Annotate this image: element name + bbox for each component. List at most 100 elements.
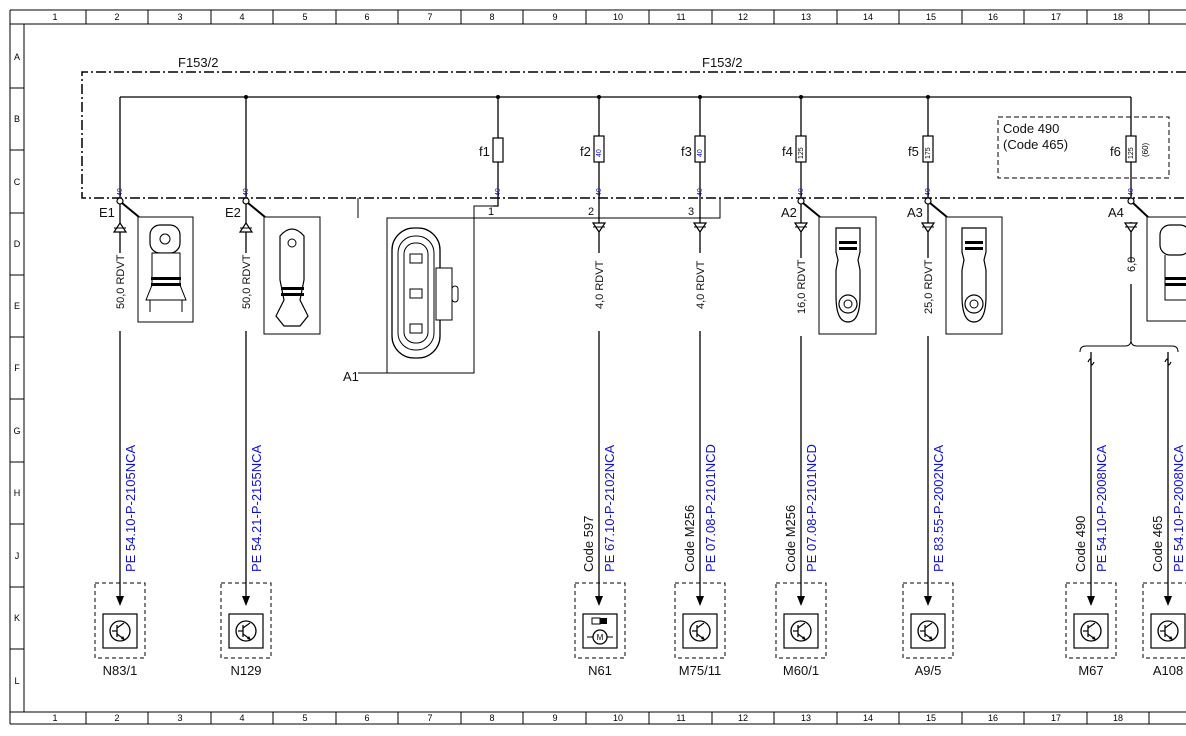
wire-code: Code M256 <box>783 505 798 572</box>
wire-break <box>1164 358 1172 366</box>
wire-size: 6,0 <box>1126 257 1138 272</box>
component-boundary <box>775 582 827 659</box>
component-n83-1: N83/1 <box>94 582 146 678</box>
terminal-rating-2: 40 <box>243 188 250 196</box>
transistor-icon <box>109 620 131 642</box>
wire-size: 16,0 RDVT <box>796 259 808 314</box>
component-label: M60/1 <box>783 663 819 678</box>
column-number: 2 <box>114 713 119 723</box>
row-letter: L <box>14 676 19 686</box>
component-m75-11: M75/11 <box>674 582 726 678</box>
row-letter: D <box>14 239 21 249</box>
wire-code: Code 490 <box>1073 516 1088 572</box>
fuse-f1-label: f1 <box>479 144 490 159</box>
terminal-e1: E1 <box>99 205 115 220</box>
column-number: 10 <box>613 12 623 22</box>
column-number: 13 <box>801 12 811 22</box>
column-number: 3 <box>177 713 182 723</box>
fuse-f4: 125 f4 <box>782 97 807 198</box>
row-letter: J <box>15 551 20 561</box>
component-boundary <box>902 582 954 659</box>
component-label: A108 <box>1153 663 1183 678</box>
column-number: 5 <box>302 713 307 723</box>
column-number: 5 <box>302 12 307 22</box>
wire-code: Code 465 <box>1150 516 1165 572</box>
terminal-rating-7: 40 <box>925 188 932 196</box>
wire-pe-reference: PE 54.10-P-2008NCA <box>1171 444 1186 572</box>
wire-arrow <box>595 596 603 606</box>
column-number: 14 <box>863 12 873 22</box>
terminal-rating-1: 40 <box>117 188 124 196</box>
flat-lug-image-a2 <box>802 202 877 335</box>
ring-terminal-image-e1 <box>121 202 194 323</box>
column-number: 18 <box>1113 12 1123 22</box>
column-number: 13 <box>801 713 811 723</box>
column-number: 8 <box>489 713 494 723</box>
row-letter: K <box>14 613 20 623</box>
column-number: 4 <box>239 713 244 723</box>
cable-lug-image-e2 <box>247 202 321 335</box>
column-number: 7 <box>427 12 432 22</box>
column-number: 15 <box>926 12 936 22</box>
wire-break <box>1087 358 1095 366</box>
component-label: N129 <box>230 663 261 678</box>
wire-size: 50,0 RDVT <box>241 254 253 309</box>
component-label: A9/5 <box>915 663 942 678</box>
row-letter: B <box>14 114 20 124</box>
column-number: 8 <box>489 12 494 22</box>
component-m67: M67 <box>1065 582 1117 678</box>
wire-pe-reference: PE 67.10-P-2102NCA <box>602 444 617 572</box>
column-number: 18 <box>1113 713 1123 723</box>
column-number: 17 <box>1051 12 1061 22</box>
fuse-f6: 125 (60) f6 <box>1110 97 1150 198</box>
fuse-f4-rating: 125 <box>798 147 805 159</box>
row-letter: F <box>14 363 20 373</box>
row-letter: H <box>14 488 21 498</box>
fuses: f1 40 f2 40 f3 125 f4 175 f5 <box>117 97 1150 198</box>
wire-2: 50,0 RDVT PE 54.21-P-2155NCA <box>238 204 264 606</box>
wire-pe-reference: PE 07.08-P-2101NCD <box>703 444 718 572</box>
terminal-a4: A4 <box>1108 205 1124 220</box>
terminal-rating-4: 40 <box>596 188 603 196</box>
column-number: 10 <box>613 713 623 723</box>
fuse-f5-label: f5 <box>908 144 919 159</box>
component-box <box>228 613 264 649</box>
column-number: 4 <box>239 12 244 22</box>
component-n129: N129 <box>220 582 272 678</box>
wire-7: 6,0 PE 54.10-P-2008NCA Code 490 <box>1073 222 1139 606</box>
column-number: 1 <box>52 12 57 22</box>
column-number: 11 <box>676 12 685 22</box>
wire-arrow <box>1087 596 1095 606</box>
component-boundary <box>574 582 626 659</box>
fuse-block-label-left: F153/2 <box>178 55 218 70</box>
wire-pe-reference: PE 83.55-P-2002NCA <box>931 444 946 572</box>
column-number: 16 <box>988 12 998 22</box>
column-number: 16 <box>988 713 998 723</box>
wire-size: 4,0 RDVT <box>695 260 707 309</box>
transistor-icon <box>689 620 711 642</box>
wire-pe-reference: PE 54.10-P-2008NCA <box>1094 444 1109 572</box>
terminal-images <box>121 202 1186 335</box>
wire-size: 25,0 RDVT <box>923 259 935 314</box>
column-number: 15 <box>926 713 936 723</box>
component-boundary <box>94 582 146 659</box>
lug-image-a4 <box>1132 202 1186 322</box>
wire-pe-reference: PE 54.21-P-2155NCA <box>249 444 264 572</box>
wire-arrow <box>797 596 805 606</box>
wire-arrow <box>116 596 124 606</box>
connector-a1: 1 2 3 A1 <box>343 198 721 384</box>
fuse-f3-label: f3 <box>681 144 692 159</box>
row-letter: E <box>14 301 20 311</box>
component-box <box>1073 613 1109 649</box>
terminal-rating-3: 40 <box>495 188 502 196</box>
fuse-f3: 40 f3 <box>681 97 706 198</box>
wire-pe-reference: PE 07.08-P-2101NCD <box>804 444 819 572</box>
transistor-icon <box>917 620 939 642</box>
transistor-icon <box>790 620 812 642</box>
